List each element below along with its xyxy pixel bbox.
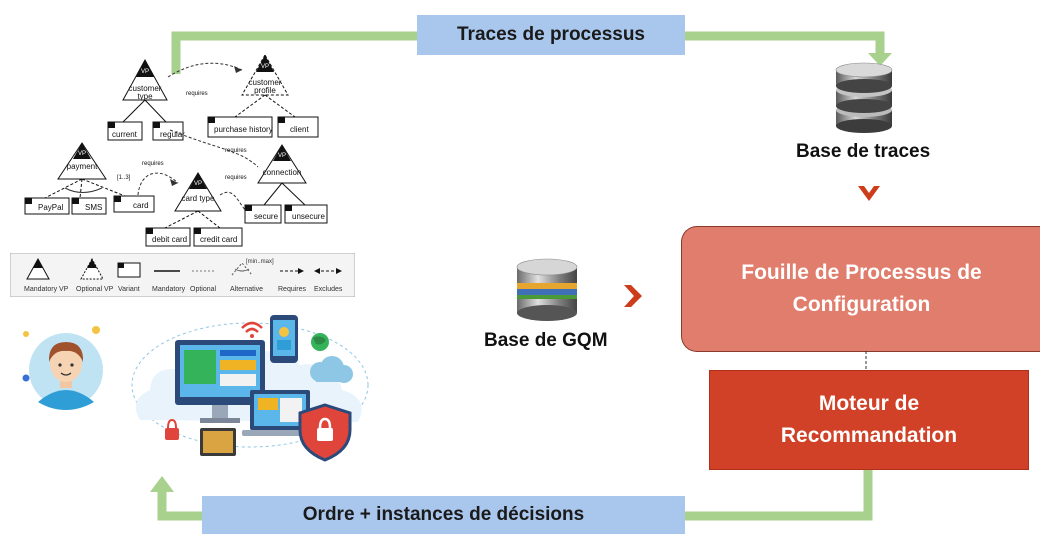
legend-mandatory-vp-icon [26, 257, 50, 280]
current-label: current [112, 130, 138, 139]
legend-optional-vp-icon [80, 257, 104, 280]
globe-icon [311, 333, 329, 351]
monitor-icon [175, 340, 265, 423]
base-gqm-label: Base de GQM [484, 330, 608, 351]
bottom-arrowhead [150, 476, 174, 492]
cloud-icon [310, 356, 353, 383]
bottom-label: Ordre + instances de décisions [202, 496, 685, 534]
legend-mandatory: Mandatory [152, 286, 186, 293]
connection-label: connection [263, 168, 302, 177]
feature-model-diagram: VP customer type current regular VP cust… [24, 55, 328, 247]
phone-icon [270, 315, 298, 363]
vp-text: VP [141, 69, 149, 75]
client-label: client [290, 125, 309, 134]
moteur-line-1: Moteur de [818, 392, 920, 415]
requires-1: requires [186, 91, 208, 97]
variant-sms [71, 197, 107, 215]
variant-purchase-history [207, 116, 273, 138]
traces-database-icon [835, 62, 893, 133]
shield-lock-icon [298, 403, 352, 462]
tablet-icon [200, 428, 236, 456]
chevron-right-icon [624, 285, 642, 307]
unsecure-label: unsecure [292, 212, 325, 221]
svg-text:VP: VP [278, 153, 286, 159]
user-avatar [22, 326, 103, 410]
moteur-line-2: Recommandation [780, 424, 958, 447]
variant-current [107, 121, 143, 141]
fouille-line-2: Configuration [792, 293, 931, 316]
fouille-box: Fouille de Processus de Configuration [681, 226, 1040, 352]
moteur-box: Moteur de Recommandation [709, 370, 1029, 470]
regular-label: regular [160, 130, 185, 139]
vp-customer-profile [241, 55, 289, 96]
legend-variant: Variant [118, 286, 140, 293]
laptop-icon [242, 390, 318, 436]
fouille-line-1: Fouille de Processus de [741, 261, 982, 284]
variant-card [113, 195, 155, 213]
top-arrowhead [868, 53, 892, 66]
legend-optional: Optional [190, 286, 217, 293]
gqm-database-icon [516, 258, 578, 321]
padlock-icon [165, 418, 179, 440]
secure-label: secure [254, 212, 279, 221]
feature-model-legend: Mandatory VP Optional VP Variant Mandato… [10, 253, 355, 297]
variant-regular [152, 121, 184, 141]
svg-text:VP: VP [261, 64, 269, 70]
sms-label: SMS [85, 203, 102, 212]
wifi-icon [241, 321, 263, 338]
box-connector [865, 351, 867, 371]
purchase-history-label: purchase history [214, 125, 273, 134]
variant-unsecure [284, 204, 328, 224]
svg-text:VP: VP [194, 181, 202, 187]
legend-requires: Requires [278, 286, 307, 293]
bottom-label-text: Ordre + instances de décisions [302, 504, 585, 525]
requires-4: requires [225, 148, 247, 154]
svg-text:VP: VP [78, 151, 86, 157]
base-traces-label: Base de traces [796, 141, 931, 162]
legend-alt-range: [min..max] [246, 259, 274, 265]
variant-debit-card [145, 227, 191, 247]
card-type-label: card type [182, 194, 215, 203]
devices-cloud-illustration [131, 315, 369, 462]
variant-secure [244, 204, 282, 224]
paypal-label: PayPal [38, 203, 64, 212]
legend-excludes: Excludes [314, 286, 343, 293]
variant-paypal [24, 197, 70, 215]
variant-client [277, 116, 319, 138]
card-label: card [133, 201, 149, 210]
top-label-text: Traces de processus [457, 24, 645, 45]
credit-card-label: credit card [200, 235, 237, 244]
customer-profile-1: customer [249, 78, 282, 87]
debit-card-label: debit card [152, 235, 187, 244]
requires-3: requires [225, 175, 247, 181]
legend-optional-vp: Optional VP [76, 286, 114, 293]
top-label: Traces de processus [417, 15, 685, 55]
chevron-down-icon [858, 186, 880, 201]
legend-alternative: Alternative [230, 286, 263, 293]
variant-credit-card [193, 227, 243, 247]
customer-type-2: type [137, 92, 153, 101]
customer-type-1: customer [129, 84, 162, 93]
customer-profile-2: profile [254, 86, 276, 95]
cardinality: [1..3] [117, 175, 131, 181]
legend-mandatory-vp: Mandatory VP [24, 286, 69, 293]
payment-label: payment [67, 162, 98, 171]
requires-2: requires [142, 161, 164, 167]
